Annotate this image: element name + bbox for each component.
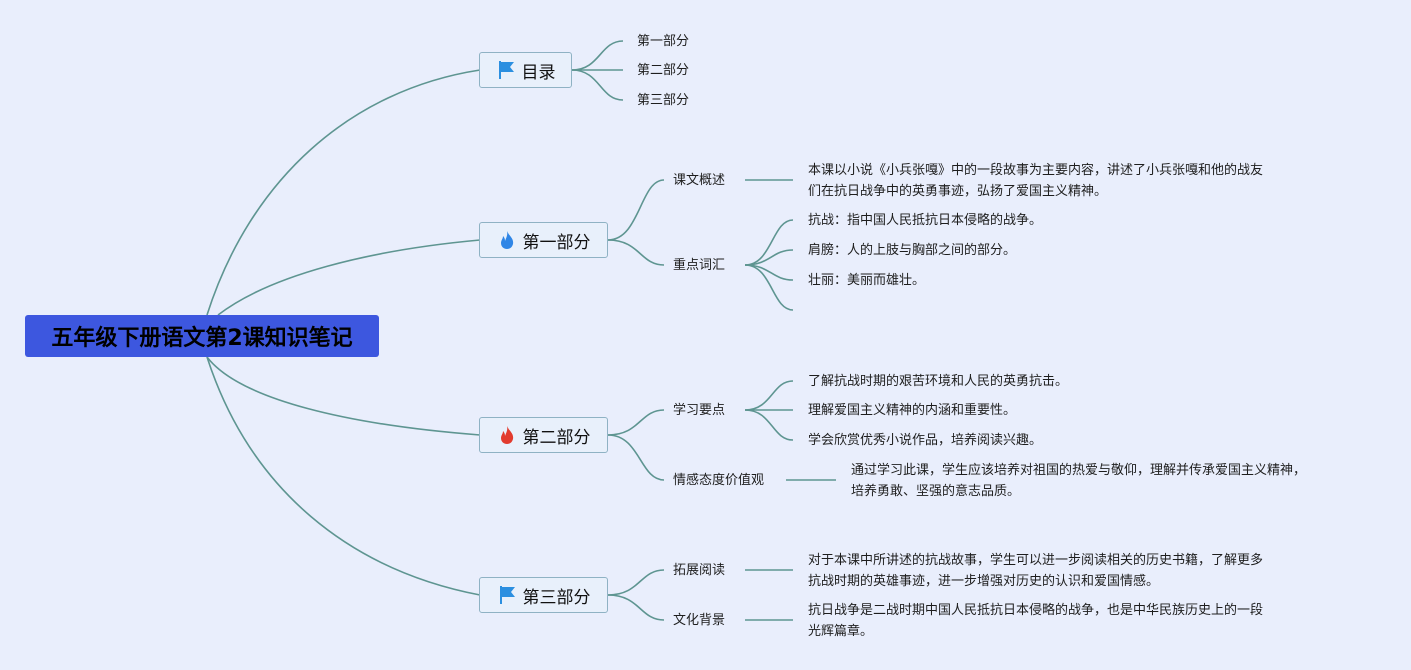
vocab-item-1[interactable]: 抗战：指中国人民抵抗日本侵略的战争。 xyxy=(808,213,1043,228)
topic-part2[interactable]: 第二部分 xyxy=(479,417,608,453)
key-point-2[interactable]: 理解爱国主义精神的内涵和重要性。 xyxy=(808,403,1017,418)
subtopic-vocab[interactable]: 重点词汇 xyxy=(673,258,726,273)
blue-flag-icon xyxy=(497,585,517,605)
subtopic-key-points[interactable]: 学习要点 xyxy=(673,403,726,418)
mulu-item-1[interactable]: 第一部分 xyxy=(637,34,690,49)
subtopic-background[interactable]: 文化背景 xyxy=(673,613,726,628)
mulu-item-3[interactable]: 第三部分 xyxy=(637,93,690,108)
blue-fire-icon xyxy=(497,230,517,250)
vocab-item-2[interactable]: 肩膀：人的上肢与胸部之间的部分。 xyxy=(808,243,1017,258)
topic-label: 第一部分 xyxy=(522,232,591,253)
root-title: 五年级下册语文第2课知识笔记 xyxy=(51,326,353,351)
key-point-3[interactable]: 学会欣赏优秀小说作品，培养阅读兴趣。 xyxy=(808,433,1043,448)
subtopic-reading[interactable]: 拓展阅读 xyxy=(673,563,726,578)
background-text[interactable]: 抗日战争是二战时期中国人民抵抗日本侵略的战争，也是中华民族历史上的一段 光辉篇章… xyxy=(808,603,1264,639)
reading-text[interactable]: 对于本课中所讲述的抗战故事，学生可以进一步阅读相关的历史书籍，了解更多 抗战时期… xyxy=(808,553,1264,589)
topic-label: 目录 xyxy=(521,62,556,83)
topic-part1[interactable]: 第一部分 xyxy=(479,222,608,258)
subtopic-values[interactable]: 情感态度价值观 xyxy=(673,473,765,488)
red-fire-icon xyxy=(497,425,517,445)
root-topic[interactable]: 五年级下册语文第2课知识笔记 xyxy=(25,315,379,357)
mulu-item-2[interactable]: 第二部分 xyxy=(637,63,690,78)
key-point-1[interactable]: 了解抗战时期的艰苦环境和人民的英勇抗击。 xyxy=(808,374,1069,389)
values-text[interactable]: 通过学习此课，学生应该培养对祖国的热爱与敬仰，理解并传承爱国主义精神， 培养勇敢… xyxy=(851,463,1307,499)
topic-label: 第二部分 xyxy=(522,427,591,448)
topic-part3[interactable]: 第三部分 xyxy=(479,577,608,613)
vocab-item-3[interactable]: 壮丽：美丽而雄壮。 xyxy=(808,273,926,288)
subtopic-overview[interactable]: 课文概述 xyxy=(673,173,726,188)
topic-label: 第三部分 xyxy=(522,587,591,608)
blue-flag-icon xyxy=(496,60,516,80)
topic-mulu[interactable]: 目录 xyxy=(479,52,572,88)
overview-text[interactable]: 本课以小说《小兵张嘎》中的一段故事为主要内容，讲述了小兵张嘎和他的战友 们在抗日… xyxy=(808,163,1264,199)
